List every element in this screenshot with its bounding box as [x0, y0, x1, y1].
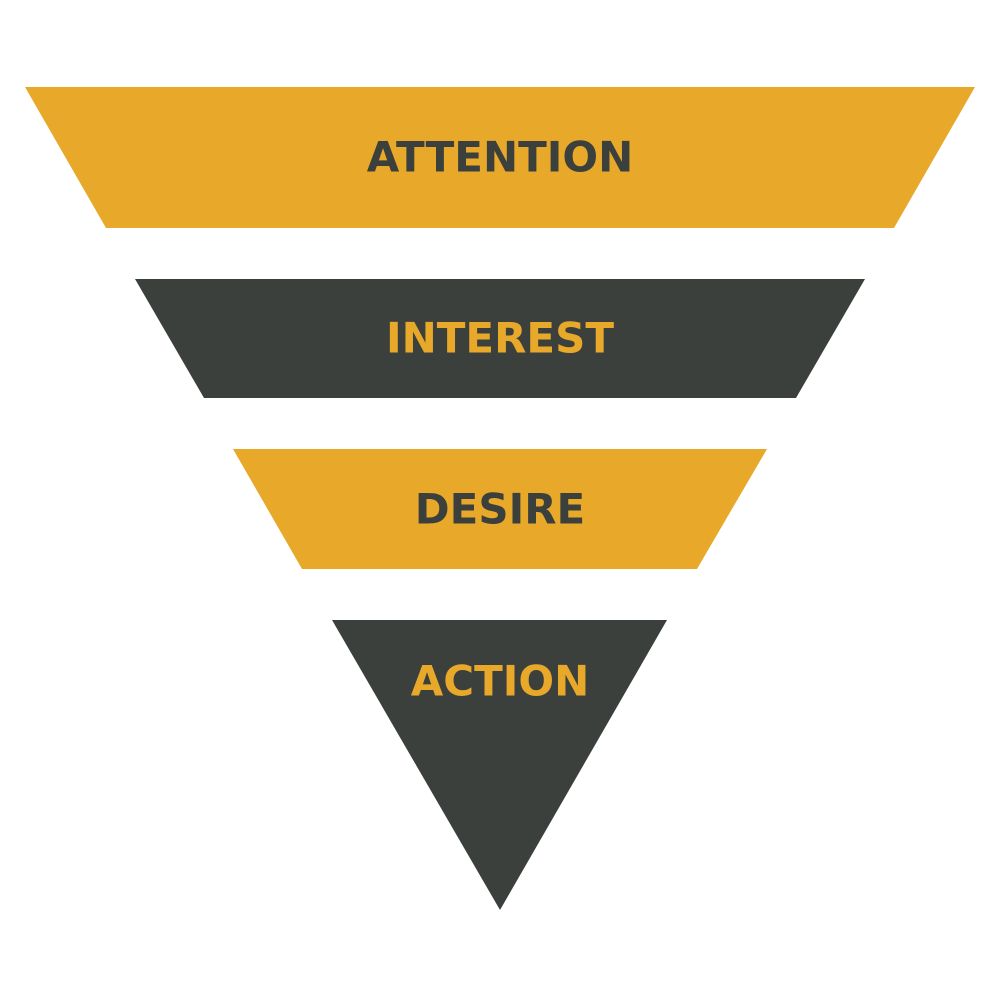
- stage-label-attention: ATTENTION: [367, 133, 633, 182]
- funnel-stage-interest: INTEREST: [135, 279, 865, 398]
- stage-shape-interest: [135, 279, 865, 398]
- stage-shape-action: [332, 620, 667, 910]
- funnel-stage-desire: DESIRE: [233, 449, 767, 569]
- funnel-stage-attention: ATTENTION: [25, 87, 975, 228]
- funnel-stage-action: ACTION: [332, 620, 667, 910]
- stage-label-interest: INTEREST: [386, 314, 614, 363]
- stage-label-action: ACTION: [411, 657, 589, 706]
- stage-label-desire: DESIRE: [415, 485, 585, 534]
- stage-shape-attention: [25, 87, 975, 228]
- stage-shape-desire: [233, 449, 767, 569]
